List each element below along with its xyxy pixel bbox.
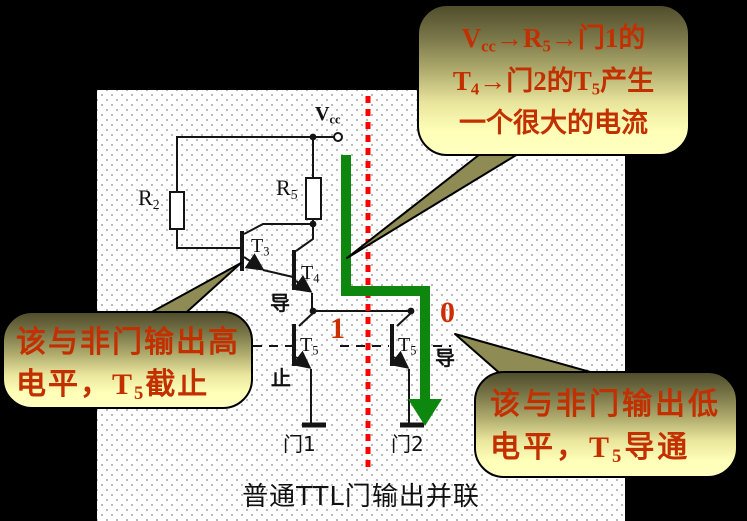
t5-left-label: T5 xyxy=(300,334,319,358)
gate1-logic-level: 1 xyxy=(330,312,345,345)
t4-state-label: 导 xyxy=(270,291,290,315)
t5-right-label: T5 xyxy=(398,334,417,358)
callout-line: 电平，T5导通 xyxy=(490,431,691,468)
callout-bubble-gate1-high: 该与非门输出高 电平，T5截止 xyxy=(2,311,253,409)
vcc-label: Vcc xyxy=(315,103,341,127)
gate1-label: 门1 xyxy=(283,432,316,456)
callout-line: Vcc→R5→门1的 xyxy=(461,23,646,56)
callout-bubble-gate2-low: 该与非门输出低 电平，T5导通 xyxy=(474,371,738,478)
gate2-label: 门2 xyxy=(391,432,424,456)
r5-label: R5 xyxy=(276,175,298,202)
callout-line: T4→门2的T5产生 xyxy=(452,65,655,99)
r2-label: R2 xyxy=(138,185,160,212)
t4-label: T4 xyxy=(301,262,320,286)
t5-left-state-label: 止 xyxy=(271,366,291,390)
callout-line: 一个很大的电流 xyxy=(459,108,648,139)
callout-line: 该与非门输出低 xyxy=(490,388,721,421)
gate2-logic-level: 0 xyxy=(440,296,455,329)
slide-caption: 普通TTL门输出并联 xyxy=(242,482,480,512)
callout-line: 电平，T5截止 xyxy=(16,368,210,405)
t5-right-state-label: 导 xyxy=(435,346,455,370)
callout-line: 该与非门输出高 xyxy=(16,326,240,359)
t3-label: T3 xyxy=(251,235,270,259)
callout-bubble-current-path: Vcc→R5→门1的 T4→门2的T5产生 一个很大的电流 xyxy=(417,4,690,156)
